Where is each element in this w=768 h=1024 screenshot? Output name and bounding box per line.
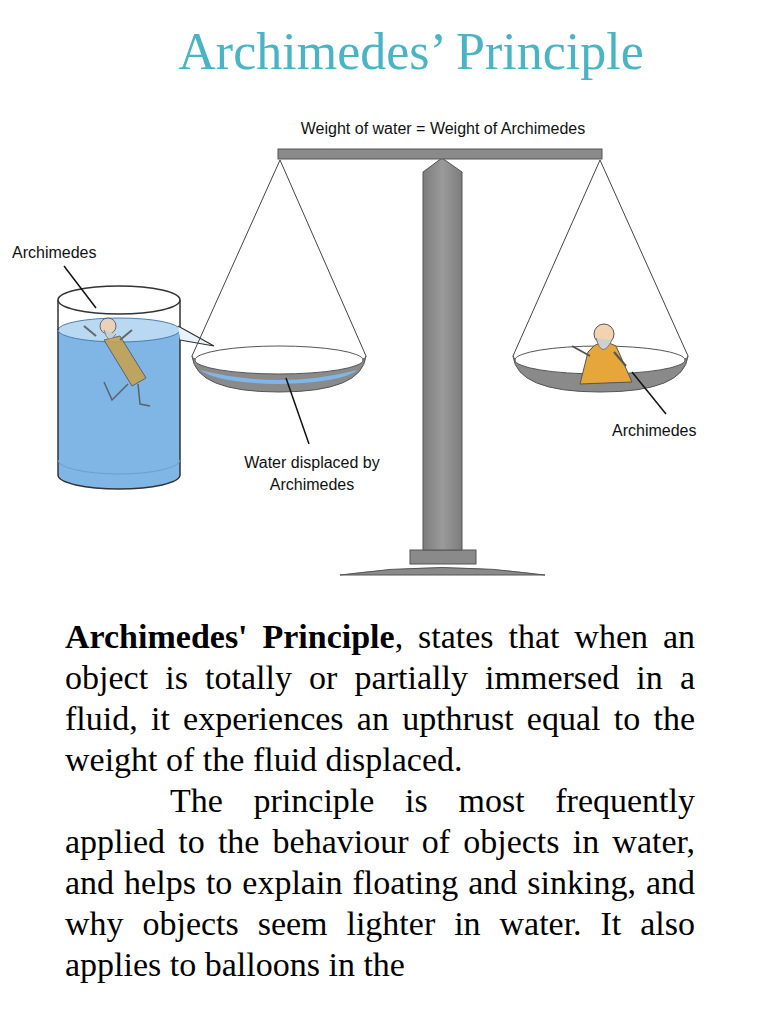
paragraph: Archimedes' Principle, states that when … bbox=[65, 616, 695, 780]
part-label: Archimedes bbox=[12, 242, 122, 264]
part-label: Archimedes bbox=[612, 420, 732, 442]
scale-caption: Weight of water = Weight of Archimedes bbox=[240, 118, 646, 140]
beaker bbox=[58, 286, 214, 489]
title: Archimedes’ Principle bbox=[100, 22, 722, 81]
part-label: Water displaced by Archimedes bbox=[222, 452, 402, 496]
term: Archimedes' Principle bbox=[65, 618, 395, 655]
paragraph: The principle is most frequently applied… bbox=[65, 780, 695, 985]
balance-scale bbox=[192, 149, 688, 575]
body-text: Archimedes' Principle, states that when … bbox=[65, 616, 695, 985]
archimedes-sitting bbox=[572, 324, 632, 384]
explanation: The principle is most frequently applied… bbox=[65, 782, 695, 983]
leader-line bbox=[64, 266, 666, 444]
archimedes-floating bbox=[84, 318, 150, 406]
